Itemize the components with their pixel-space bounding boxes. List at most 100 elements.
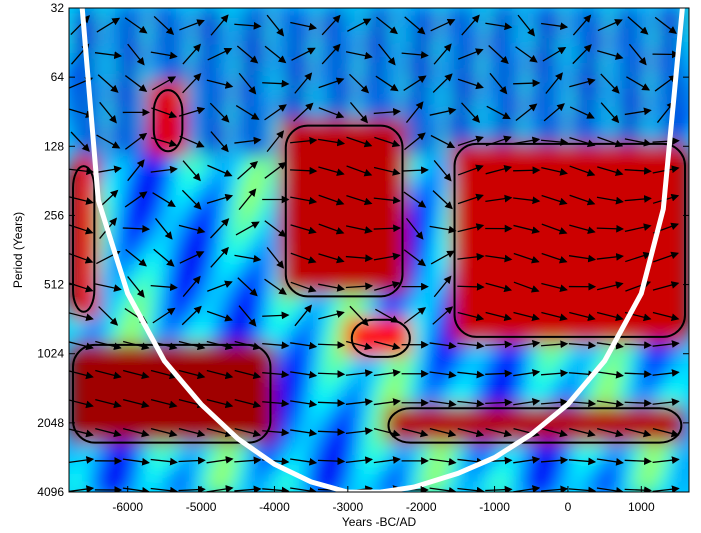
coherence-cell bbox=[389, 181, 396, 196]
coherence-cell bbox=[217, 430, 225, 445]
coherence-cell bbox=[499, 467, 506, 482]
coherence-cell bbox=[565, 81, 572, 97]
coherence-cell bbox=[261, 69, 269, 84]
coherence-cell bbox=[296, 131, 304, 146]
coherence-cell bbox=[428, 69, 436, 84]
coherence-cell bbox=[512, 268, 520, 283]
coherence-cell bbox=[173, 243, 181, 258]
coherence-cell bbox=[358, 330, 365, 346]
coherence-cell bbox=[402, 8, 409, 22]
coherence-cell bbox=[583, 181, 590, 196]
coherence-cell bbox=[398, 330, 405, 346]
coherence-cell bbox=[543, 193, 550, 209]
coherence-cell bbox=[270, 218, 277, 234]
coherence-cell bbox=[464, 255, 471, 271]
coherence-cell bbox=[490, 206, 498, 221]
coherence-cell bbox=[345, 69, 352, 84]
coherence-cell bbox=[345, 81, 352, 97]
coherence-cell bbox=[561, 343, 568, 358]
coherence-cell bbox=[398, 467, 405, 482]
coherence-cell bbox=[587, 467, 594, 482]
coherence-cell bbox=[367, 243, 374, 258]
coherence-cell bbox=[433, 255, 440, 271]
coherence-cell bbox=[609, 94, 616, 109]
coherence-cell bbox=[129, 268, 137, 283]
coherence-cell bbox=[186, 119, 194, 134]
coherence-cell bbox=[587, 218, 594, 234]
coherence-cell bbox=[600, 367, 608, 383]
coherence-cell bbox=[543, 343, 550, 358]
coherence-cell bbox=[473, 455, 480, 470]
coherence-cell bbox=[402, 417, 409, 433]
coherence-cell bbox=[446, 280, 454, 296]
coherence-cell bbox=[314, 81, 321, 97]
coherence-cell bbox=[503, 181, 511, 196]
coherence-cell bbox=[120, 143, 128, 159]
coherence-cell bbox=[252, 355, 260, 370]
coherence-cell bbox=[94, 19, 101, 34]
coherence-cell bbox=[173, 255, 181, 271]
coherence-cell bbox=[323, 131, 330, 146]
coherence-cell bbox=[125, 143, 132, 159]
coherence-cell bbox=[279, 8, 286, 22]
coherence-cell bbox=[270, 392, 277, 408]
coherence-cell bbox=[627, 293, 634, 308]
coherence-cell bbox=[327, 467, 335, 482]
coherence-cell bbox=[208, 430, 216, 445]
coherence-cell bbox=[288, 168, 295, 184]
coherence-cell bbox=[98, 380, 106, 395]
coherence-cell bbox=[90, 380, 97, 395]
coherence-cell bbox=[292, 143, 299, 159]
coherence-cell bbox=[618, 156, 625, 171]
coherence-cell bbox=[393, 44, 401, 59]
coherence-cell bbox=[517, 417, 524, 433]
coherence-cell bbox=[76, 280, 84, 296]
coherence-cell bbox=[406, 380, 414, 395]
coherence-cell bbox=[107, 392, 115, 408]
coherence-cell bbox=[292, 8, 299, 22]
coherence-cell bbox=[587, 318, 594, 333]
coherence-cell bbox=[217, 455, 225, 470]
coherence-cell bbox=[120, 243, 128, 258]
coherence-cell bbox=[226, 131, 233, 146]
coherence-cell bbox=[398, 305, 405, 321]
coherence-cell bbox=[468, 355, 476, 370]
coherence-cell bbox=[257, 430, 264, 445]
coherence-cell bbox=[605, 131, 612, 146]
coherence-cell bbox=[160, 380, 167, 395]
coherence-cell bbox=[76, 168, 84, 184]
coherence-cell bbox=[332, 243, 339, 258]
coherence-cell bbox=[208, 131, 216, 146]
coherence-cell bbox=[103, 367, 110, 383]
coherence-cell bbox=[323, 268, 330, 283]
coherence-cell bbox=[345, 231, 352, 246]
coherence-cell bbox=[358, 243, 365, 258]
coherence-cell bbox=[473, 106, 480, 122]
coherence-cell bbox=[305, 268, 313, 283]
coherence-cell bbox=[147, 280, 154, 296]
coherence-cell bbox=[578, 305, 586, 321]
coherence-cell bbox=[428, 8, 436, 22]
coherence-cell bbox=[402, 380, 409, 395]
coherence-cell bbox=[398, 44, 405, 59]
coherence-cell bbox=[543, 106, 550, 122]
coherence-cell bbox=[600, 119, 608, 134]
coherence-cell bbox=[283, 479, 291, 492]
coherence-cell bbox=[376, 69, 383, 84]
coherence-cell bbox=[301, 81, 308, 97]
coherence-cell bbox=[222, 56, 229, 72]
coherence-cell bbox=[349, 255, 357, 271]
coherence-cell bbox=[574, 206, 581, 221]
coherence-cell bbox=[112, 143, 119, 159]
coherence-cell bbox=[151, 156, 159, 171]
coherence-cell bbox=[301, 19, 308, 34]
coherence-cell bbox=[257, 94, 264, 109]
coherence-cell bbox=[156, 430, 163, 445]
coherence-cell bbox=[486, 19, 493, 34]
coherence-cell bbox=[552, 442, 559, 458]
coherence-cell bbox=[279, 417, 286, 433]
coherence-cell bbox=[160, 318, 167, 333]
coherence-cell bbox=[627, 430, 634, 445]
coherence-cell bbox=[420, 293, 427, 308]
coherence-cell bbox=[310, 305, 317, 321]
